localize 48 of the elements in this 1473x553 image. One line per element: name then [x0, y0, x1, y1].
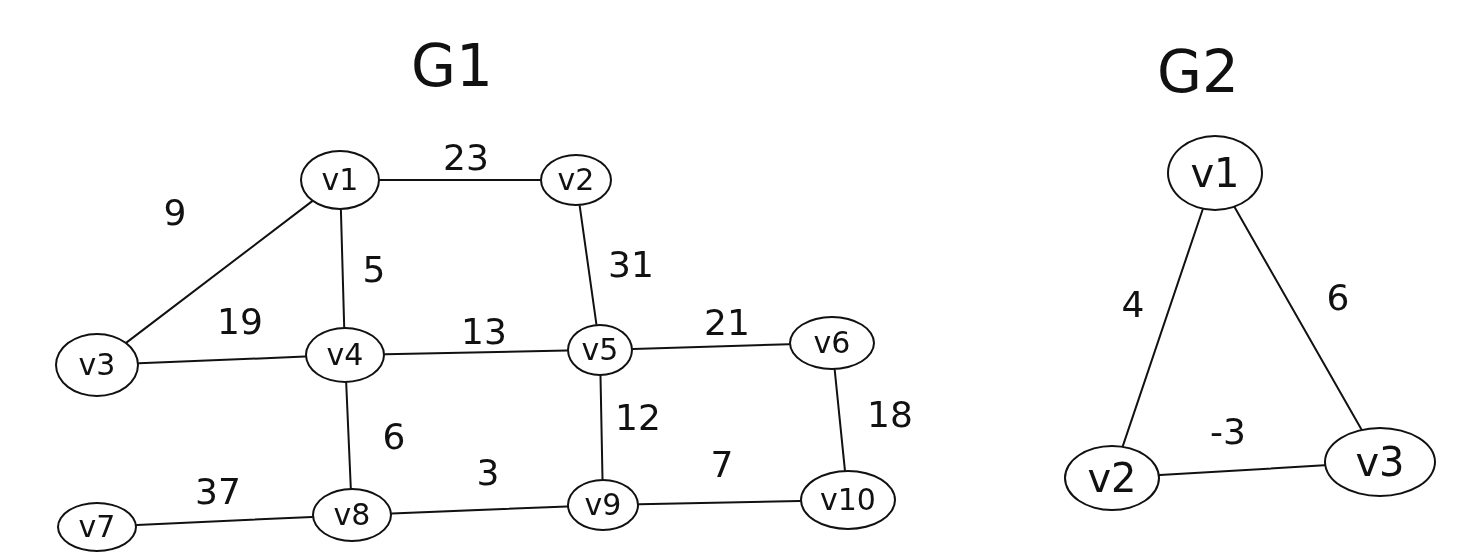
vertex-label: v1 — [321, 165, 359, 195]
vertex-label: v8 — [333, 500, 371, 530]
edge-line — [578, 204, 598, 326]
edge-line — [833, 368, 846, 472]
vertex-label: v3 — [1355, 442, 1405, 482]
edge-line — [379, 179, 541, 181]
edge-label: 5 — [362, 252, 386, 288]
vertex-label: v9 — [584, 490, 622, 520]
vertex-label: v4 — [326, 340, 364, 370]
edge-label: 31 — [608, 247, 654, 283]
vertex-label: v10 — [820, 485, 876, 515]
edge-label: 21 — [704, 305, 750, 341]
vertex-label: v1 — [1190, 153, 1240, 193]
edge-line — [1121, 208, 1204, 447]
edge-line — [135, 515, 314, 527]
edge-label: -3 — [1210, 414, 1246, 450]
graph-title: G2 — [1157, 43, 1239, 101]
edge-line — [638, 500, 801, 506]
vertex-label: v3 — [78, 350, 116, 380]
vertex-label: v2 — [1087, 458, 1137, 498]
edge-label: 7 — [710, 447, 734, 483]
vertex-label: v6 — [813, 328, 851, 358]
edge-line — [345, 382, 352, 489]
edge-label: 37 — [195, 474, 241, 510]
edge-label: 23 — [443, 140, 489, 176]
edge-line — [1158, 464, 1326, 477]
vertex-label: v5 — [581, 335, 619, 365]
edge-line — [1233, 206, 1363, 430]
edge-label: 12 — [615, 400, 661, 436]
vertex-ellipse — [300, 150, 380, 210]
edge-label: 13 — [461, 314, 507, 350]
edge-label: 9 — [163, 195, 187, 231]
edge-line — [137, 355, 307, 365]
graph-title: G1 — [411, 37, 493, 95]
vertex-label: v7 — [78, 512, 116, 542]
edge-label: 6 — [1326, 280, 1350, 316]
edge-label: 6 — [382, 419, 406, 455]
edge-label: 19 — [217, 304, 263, 340]
edge-line — [125, 200, 313, 344]
vertex-label: v2 — [557, 165, 595, 195]
edge-label: 4 — [1121, 287, 1145, 323]
edge-label: 18 — [867, 397, 913, 433]
edge-line — [384, 349, 568, 356]
edge-line — [632, 343, 790, 350]
edge-line — [390, 505, 569, 515]
edge-label: 3 — [476, 455, 500, 491]
edge-line — [339, 209, 346, 328]
edge-line — [599, 375, 604, 480]
